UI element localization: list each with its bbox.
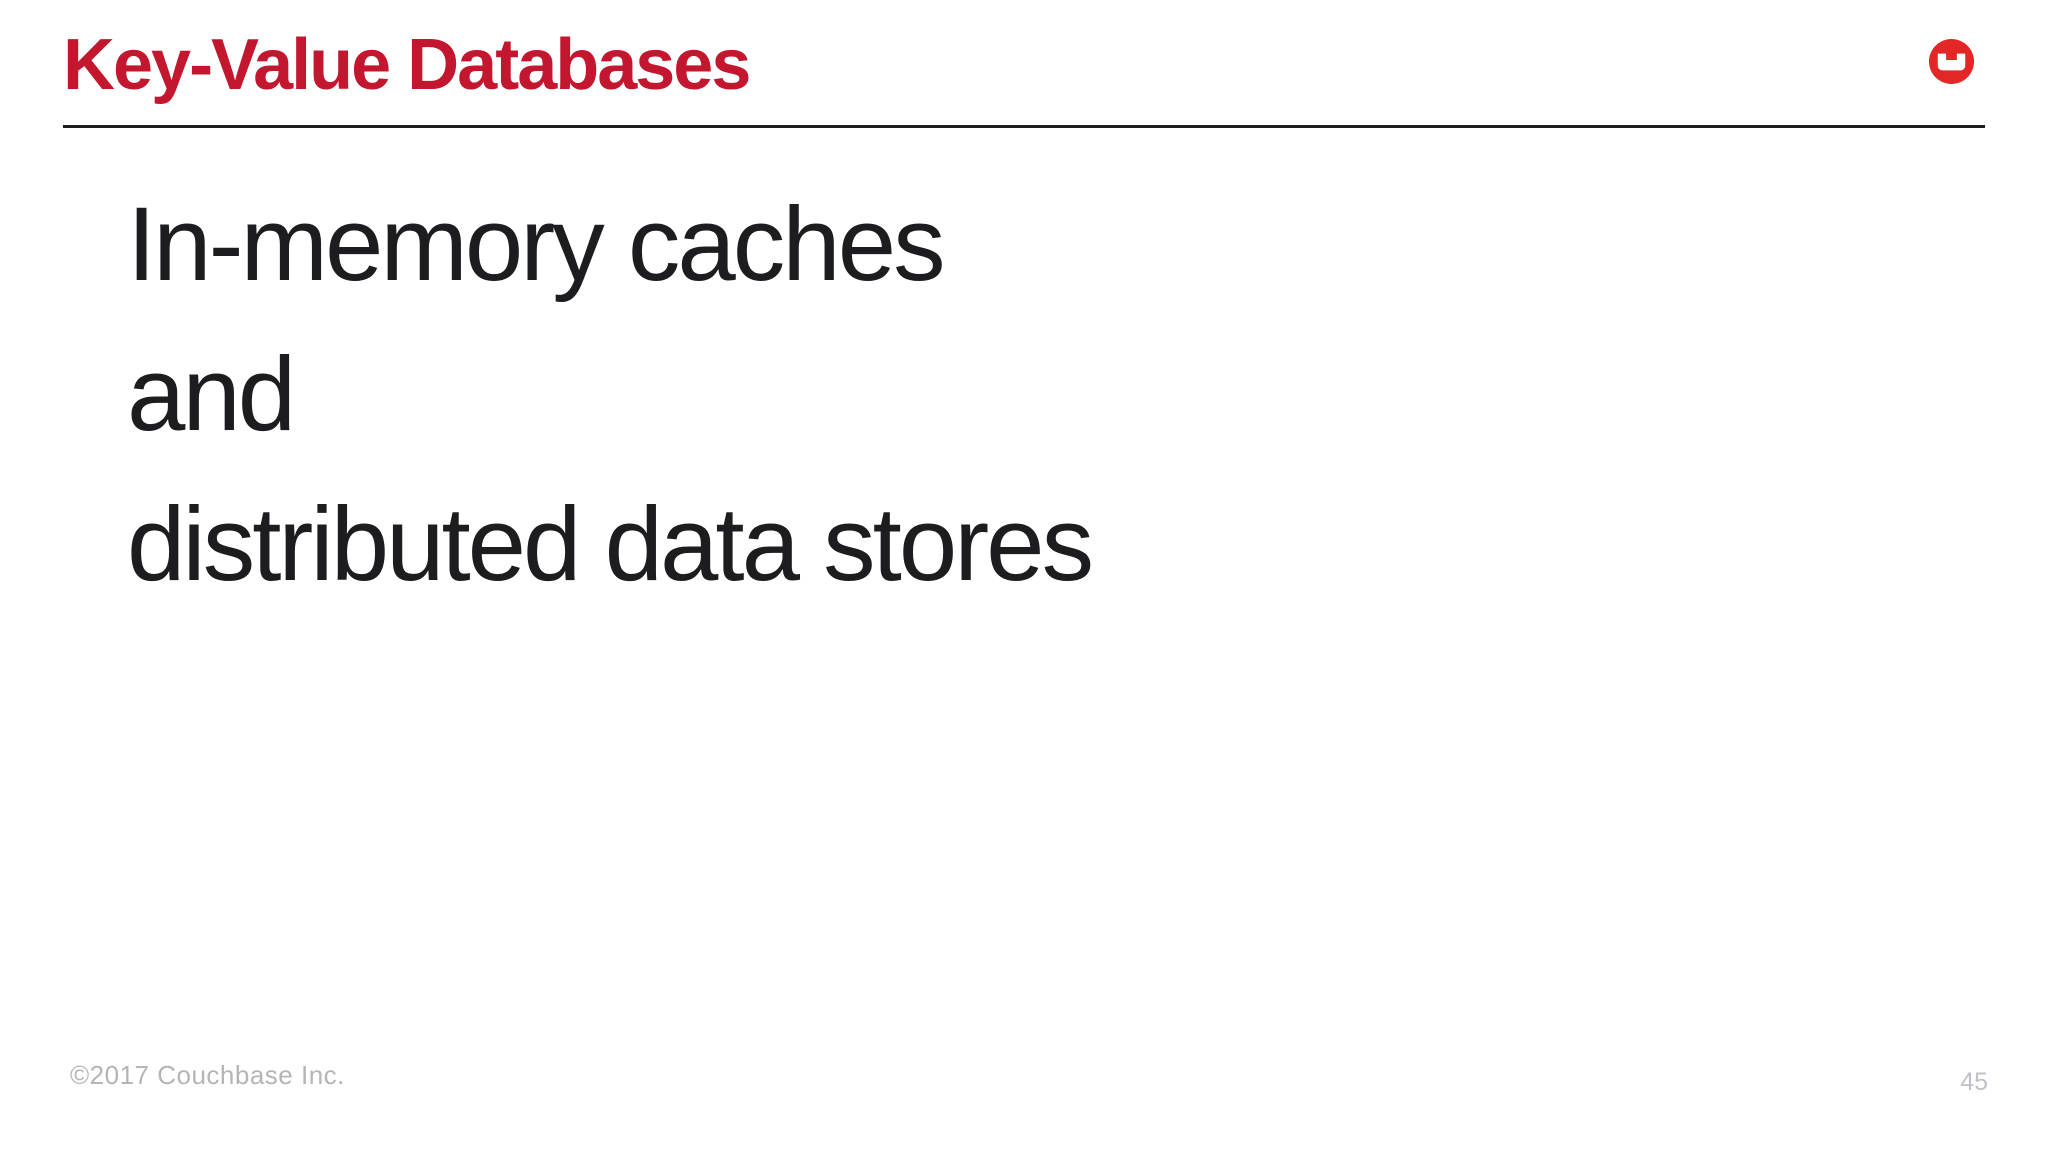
couchbase-logo-icon	[1928, 38, 1975, 85]
page-number: 45	[1960, 1068, 1988, 1096]
slide-title: Key-Value Databases	[63, 25, 751, 105]
copyright-text: ©2017 Couchbase Inc.	[70, 1060, 345, 1090]
body-line: and	[127, 336, 296, 453]
title-divider	[63, 125, 1985, 128]
body-line: distributed data stores	[127, 486, 1094, 603]
slide-body-text: In-memory caches and distributed data st…	[127, 170, 1094, 620]
body-line: In-memory caches	[127, 186, 946, 303]
